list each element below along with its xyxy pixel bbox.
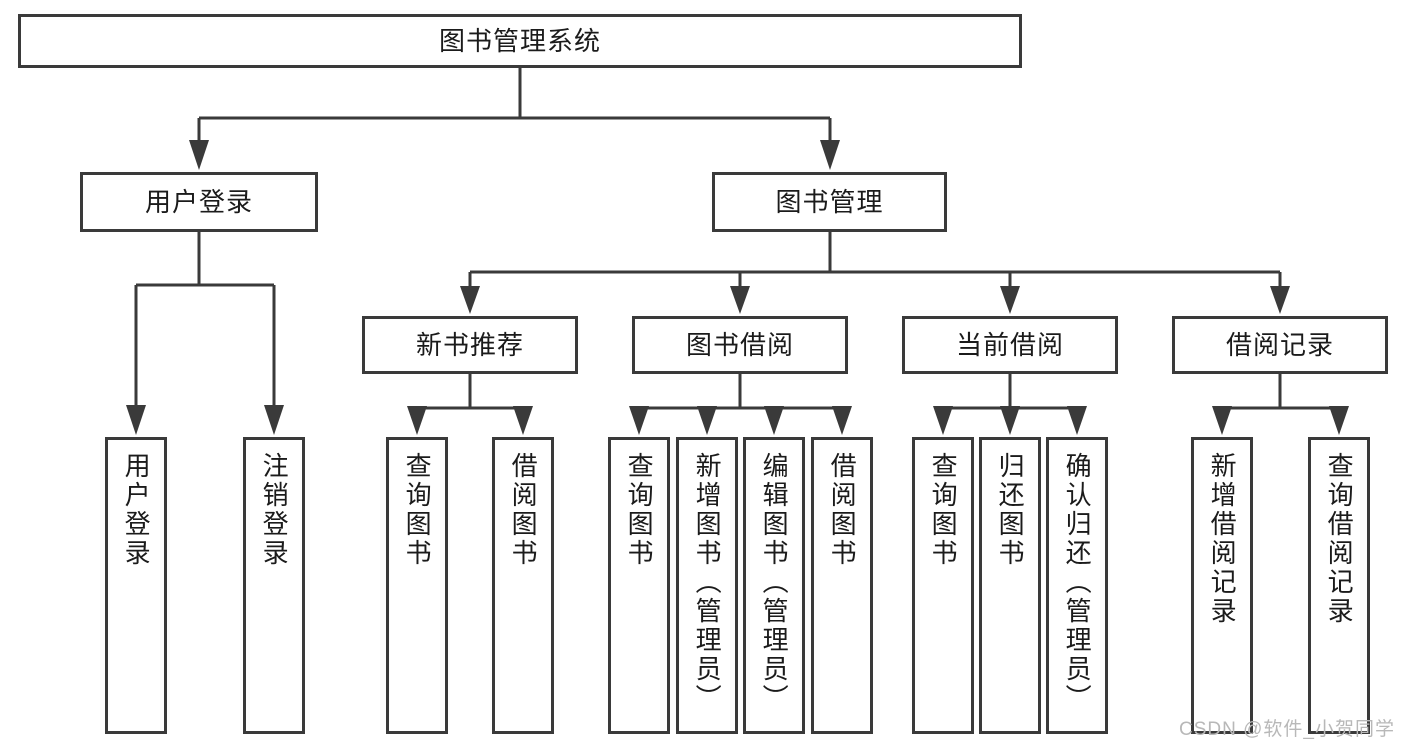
leaf-new-book-query[interactable]: 查询图书	[386, 437, 448, 734]
node-label: 用户登录	[144, 186, 253, 217]
leaf-label: 查询借阅记录	[1324, 452, 1355, 626]
node-user-login[interactable]: 用户登录	[80, 172, 318, 232]
leaf-borrow-record-add[interactable]: 新增借阅记录	[1191, 437, 1253, 734]
leaf-label: 归还图书	[995, 452, 1026, 568]
leaf-borrow-record-query[interactable]: 查询借阅记录	[1308, 437, 1370, 734]
arrowhead-leaf-current-borrow-2	[1000, 406, 1020, 435]
leaf-current-borrow-return[interactable]: 归还图书	[979, 437, 1041, 734]
arrowhead-leaf-user-login-2	[264, 405, 284, 435]
node-current-borrow[interactable]: 当前借阅	[902, 316, 1118, 374]
watermark: CSDN @软件_小贺同学	[1179, 719, 1395, 740]
arrowhead-leaf-current-borrow-3	[1067, 406, 1087, 435]
node-new-book-recommend[interactable]: 新书推荐	[362, 316, 578, 374]
leaf-label: 借阅图书	[508, 452, 539, 568]
arrowhead-leaf-current-borrow-1	[933, 406, 953, 435]
arrowhead-book-manage	[820, 140, 840, 170]
arrowhead-leaf-new-book-1	[407, 406, 427, 435]
node-label: 新书推荐	[415, 329, 524, 360]
leaf-label: 查询图书	[928, 452, 959, 568]
leaf-label: 查询图书	[624, 452, 655, 568]
arrowhead-leaf-book-borrow-3	[764, 406, 784, 435]
arrowhead-current-borrow	[1000, 286, 1020, 314]
leaf-label: 查询图书	[402, 452, 433, 568]
node-label: 当前借阅	[955, 329, 1064, 360]
leaf-new-book-borrow[interactable]: 借阅图书	[492, 437, 554, 734]
arrowhead-book-borrow	[730, 286, 750, 314]
arrowhead-leaf-new-book-2	[513, 406, 533, 435]
leaf-book-borrow-add[interactable]: 新增图书（管理员）	[676, 437, 738, 734]
node-book-borrow[interactable]: 图书借阅	[632, 316, 848, 374]
arrowhead-leaf-borrow-record-2	[1329, 406, 1349, 435]
arrowhead-leaf-borrow-record-1	[1212, 406, 1232, 435]
arrowhead-leaf-book-borrow-2	[697, 406, 717, 435]
leaf-label: 借阅图书	[827, 452, 858, 568]
leaf-label: 注销登录	[259, 452, 290, 568]
leaf-book-borrow-edit[interactable]: 编辑图书（管理员）	[743, 437, 805, 734]
arrowhead-leaf-user-login-1	[126, 405, 146, 435]
node-borrow-record[interactable]: 借阅记录	[1172, 316, 1388, 374]
leaf-user-login-logout[interactable]: 注销登录	[243, 437, 305, 734]
leaf-current-borrow-confirm-return[interactable]: 确认归还（管理员）	[1046, 437, 1108, 734]
arrowhead-user-login	[189, 140, 209, 170]
leaf-book-borrow-borrow[interactable]: 借阅图书	[811, 437, 873, 734]
arrowhead-leaf-book-borrow-1	[629, 406, 649, 435]
arrowhead-leaf-book-borrow-4	[832, 406, 852, 435]
leaf-label: 新增借阅记录	[1207, 452, 1238, 626]
arrowhead-borrow-record	[1270, 286, 1290, 314]
leaf-label: 确认归还（管理员）	[1062, 452, 1093, 713]
leaf-book-borrow-query[interactable]: 查询图书	[608, 437, 670, 734]
node-label: 图书借阅	[685, 329, 794, 360]
leaf-current-borrow-query[interactable]: 查询图书	[912, 437, 974, 734]
node-root-book-management-system[interactable]: 图书管理系统	[18, 14, 1022, 68]
arrowhead-new-book	[460, 286, 480, 314]
node-book-management[interactable]: 图书管理	[712, 172, 947, 232]
leaf-label: 用户登录	[121, 452, 152, 568]
node-label: 借阅记录	[1225, 329, 1334, 360]
node-label: 图书管理	[775, 186, 884, 217]
node-label: 图书管理系统	[438, 25, 601, 56]
leaf-label: 编辑图书（管理员）	[759, 452, 790, 713]
leaf-user-login-login[interactable]: 用户登录	[105, 437, 167, 734]
leaf-label: 新增图书（管理员）	[692, 452, 723, 713]
